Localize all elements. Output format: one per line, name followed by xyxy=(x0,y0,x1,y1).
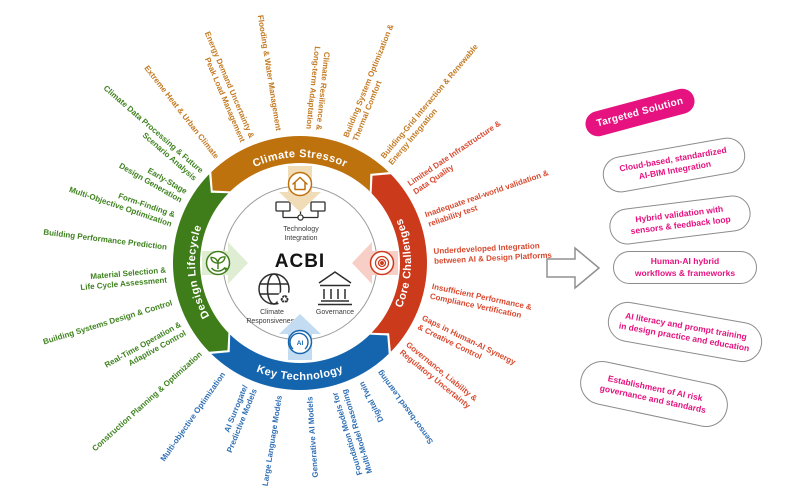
target-icon xyxy=(369,250,395,276)
hub-tech-label-line2: Integration xyxy=(284,235,317,242)
hub-climate-label-line2: Responsiveness xyxy=(246,318,298,325)
inward-arrows: AI xyxy=(202,166,398,360)
network-monitors-icon xyxy=(275,187,326,221)
radial-label-core-challenges: Insufficient Performance &Compliance Ver… xyxy=(429,282,533,322)
house-icon xyxy=(287,171,313,197)
radial-label-key-technology: Sensor-based Learning xyxy=(376,368,436,445)
sector-arc-climate-stressor xyxy=(211,135,389,192)
ai-head-icon: AI xyxy=(287,329,313,355)
radial-label-key-technology: Digital Twin xyxy=(357,380,385,424)
radial-label-climate-stressor: Building-Grid Interaction & RenewableEne… xyxy=(379,42,488,167)
hub: Technology Integration ACBI ♻ Climate Re… xyxy=(222,185,378,341)
to-solutions-arrow-icon xyxy=(546,246,601,290)
radial-label-climate-stressor: Climate Resilience &Long-term Adaptation xyxy=(304,46,332,131)
radial-label-climate-stressor: Building System Optimization &Thermal Co… xyxy=(342,23,405,143)
globe-recycle-icon: ♻ xyxy=(258,273,292,307)
radial-label-key-technology: Generative AI Models xyxy=(305,396,320,478)
radial-label-core-challenges: Underdeveloped Integrationbetween AI & D… xyxy=(433,241,552,266)
radial-label-climate-stressor: Energy Demand Uncertainty &Peak Load Man… xyxy=(194,30,257,144)
bank-icon xyxy=(318,271,352,306)
hub-tech-label-line1: Technology xyxy=(283,226,319,233)
hub-governance-label: Governance xyxy=(316,309,354,316)
radial-label-design-lifecycle: Building Performance Prediction xyxy=(43,228,168,252)
radial-label-key-technology: AI Surrogate/Predictive Models xyxy=(216,383,259,454)
svg-text:♻: ♻ xyxy=(280,294,290,306)
radial-label-key-technology: Large Language Models xyxy=(261,394,284,486)
sector-arc-key-technology xyxy=(211,334,389,391)
sprout-icon xyxy=(205,250,231,276)
hub-acronym: ACBI xyxy=(275,251,325,272)
sector-arc-design-lifecycle xyxy=(172,174,229,352)
hub-climate-label-line1: Climate xyxy=(260,309,284,316)
svg-text:AI: AI xyxy=(297,340,304,347)
radial-label-climate-stressor: Flooding & Water Management xyxy=(256,14,283,131)
radial-label-design-lifecycle: Material Selection &Life Cycle Assessmen… xyxy=(79,266,168,293)
sector-arc-core-challenges xyxy=(371,174,428,352)
